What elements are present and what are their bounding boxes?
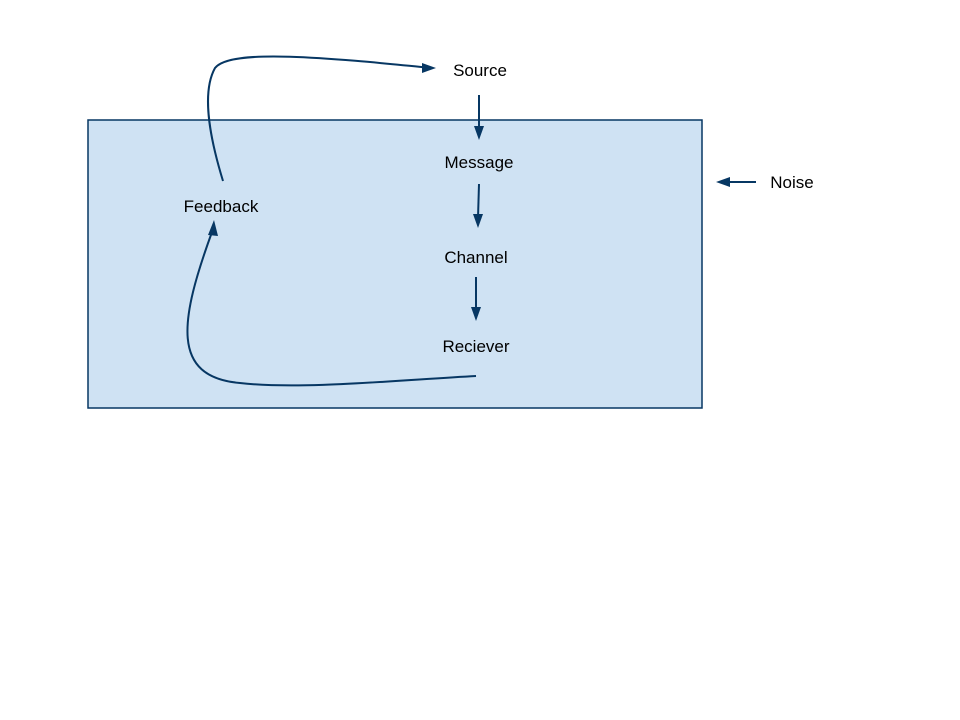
node-feedback: Feedback <box>184 197 259 216</box>
node-source: Source <box>453 61 507 80</box>
node-noise: Noise <box>770 173 813 192</box>
arrow-feedback-to-source-head <box>422 63 436 73</box>
arrow-receiver-to-feedback-head <box>208 220 218 236</box>
node-message: Message <box>445 153 514 172</box>
arrow-message-to-channel <box>477 183 480 219</box>
arrow-receiver-to-feedback <box>186 231 477 387</box>
arrow-source-to-message-head <box>474 126 484 140</box>
arrow-message-to-channel-head <box>473 214 483 228</box>
arrow-noise-to-box-head <box>716 177 730 187</box>
arrow-channel-to-receiver-head <box>471 307 481 321</box>
context-box <box>87 119 703 409</box>
node-receiver: Reciever <box>442 337 509 356</box>
node-channel: Channel <box>444 248 507 267</box>
arrow-feedback-to-source <box>207 55 433 182</box>
